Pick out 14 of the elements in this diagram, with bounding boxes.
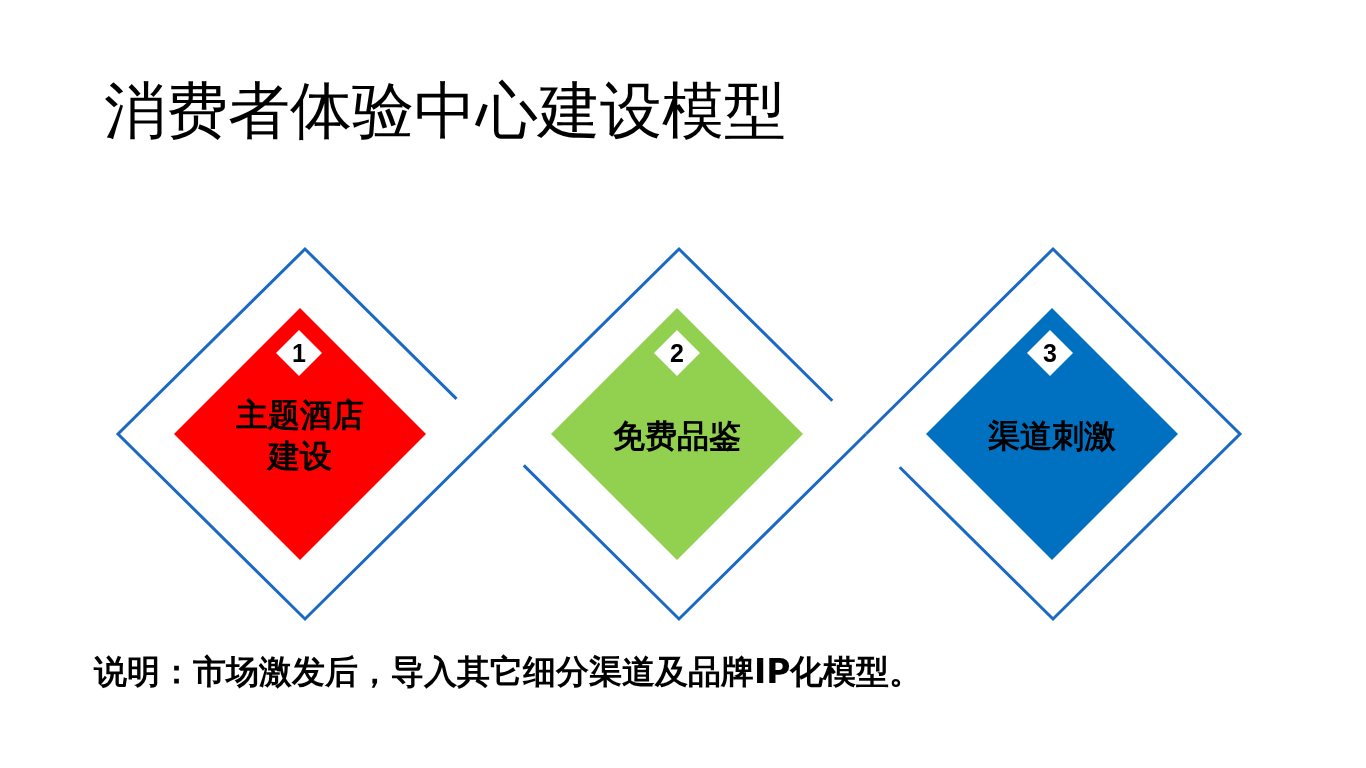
diamond-frame bbox=[116, 247, 494, 621]
diamond-frame bbox=[490, 247, 868, 621]
note-text: 说明：市场激发后，导入其它细分渠道及品牌IP化模型。 bbox=[94, 654, 923, 691]
step-diamond bbox=[551, 308, 803, 560]
step-label: 渠道刺激 bbox=[988, 415, 1116, 457]
number-badge: 3 bbox=[1027, 330, 1073, 376]
diamond-frame bbox=[864, 247, 1242, 621]
title: 消费者体验中心建设模型 bbox=[104, 78, 786, 144]
step-diamond bbox=[174, 308, 426, 560]
step-label: 免费品鉴 bbox=[613, 415, 741, 457]
step-label: 主题酒店建设 bbox=[235, 395, 365, 477]
number-badge: 1 bbox=[276, 330, 322, 376]
step-diamond bbox=[926, 308, 1178, 560]
number-badge: 2 bbox=[654, 330, 700, 376]
